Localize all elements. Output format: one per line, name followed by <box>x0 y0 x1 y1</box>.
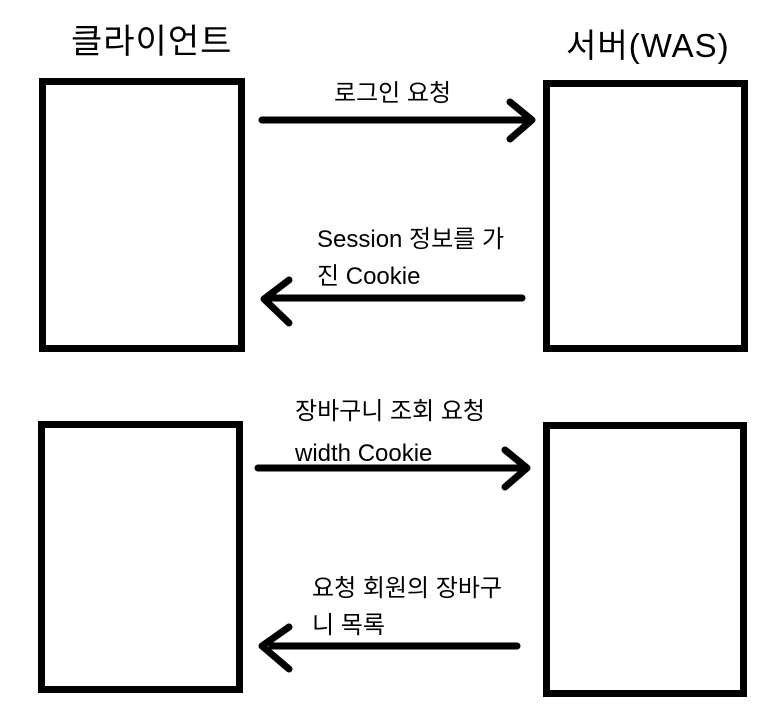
login-request-label: 로그인 요청 <box>334 73 451 108</box>
label-line: 요청 회원의 장바구 <box>312 575 502 602</box>
label-line: 로그인 요청 <box>334 80 452 107</box>
client-actor-title: 클라이언트 <box>71 23 233 61</box>
label-line: 진 Cookie <box>317 263 421 290</box>
server-box-top <box>543 80 748 352</box>
server-box-bottom <box>543 422 747 697</box>
label-line: 니 목록 <box>312 612 385 639</box>
session-cookie-label: Session 정보를 가 진 Cookie <box>317 221 504 295</box>
label-line: Session 정보를 가 <box>317 226 505 253</box>
cart-request-label: 장바구니 조회 요청 width Cookie <box>295 391 485 475</box>
client-box-bottom <box>38 421 243 693</box>
label-line: 장바구니 조회 요청 <box>295 398 485 425</box>
cart-list-label: 요청 회원의 장바구 니 목록 <box>312 570 502 644</box>
server-actor-title: 서버(WAS) <box>566 27 730 64</box>
label-line: width Cookie <box>295 440 433 467</box>
client-box-top <box>39 78 245 352</box>
